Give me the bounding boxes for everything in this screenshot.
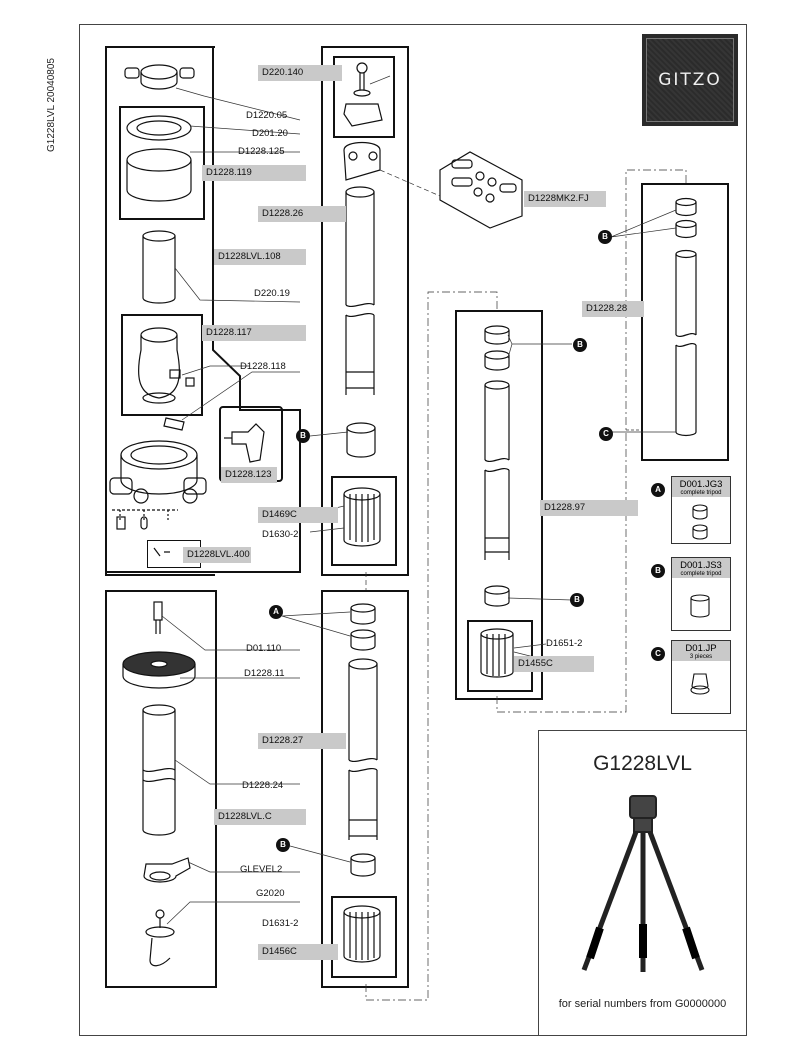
tag-d1228-97: D1228.97 (540, 500, 638, 516)
tag-d1228-119: D1228.119 (202, 165, 306, 181)
tag-d1228-26: D1228.26 (258, 206, 346, 222)
label-d01-110: D01.110 (246, 643, 282, 654)
gitzo-logo: GITZO (642, 34, 738, 126)
label-g2020: G2020 (256, 888, 285, 899)
tag-d1228lvl-c: D1228LVL.C (214, 809, 306, 825)
kit-c-title: D01.JP 3 pieces (672, 641, 730, 661)
badge-a: A (269, 605, 283, 619)
badge-c: C (599, 427, 613, 441)
kit-b-title: D001.JS3 complete tripod (672, 558, 730, 578)
top-fitting-sub-box (333, 56, 395, 138)
brand-name: GITZO (658, 70, 722, 90)
label-d1630-2: D1630-2 (262, 529, 299, 540)
kit-c-code: D01.JP (685, 643, 717, 654)
tag-d1228lvl-400: D1228LVL.400 (183, 547, 251, 563)
center-column-box (105, 46, 215, 576)
label-d1228-118: D1228.118 (240, 361, 286, 372)
leg1-box (321, 46, 409, 576)
leg4-box (641, 183, 729, 461)
label-d1651-2: D1651-2 (546, 638, 583, 649)
kit-c-sub: 3 pieces (689, 654, 713, 660)
tag-d1228-117: D1228.117 (202, 325, 306, 341)
kit-b-box: D001.JS3 complete tripod (671, 557, 731, 631)
label-d1228-125: D1228.125 (238, 146, 285, 157)
kit-a-box: D001.JG3 complete tripod (671, 476, 731, 544)
kit-b-code: D001.JS3 (680, 560, 722, 571)
tag-d1228mk2-fj: D1228MK2.FJ (524, 191, 606, 207)
label-d201-20: D201.20 (252, 128, 288, 139)
label-glevel2: GLEVEL2 (240, 864, 283, 875)
label-d1228-11: D1228.11 (244, 668, 285, 679)
kit-a-code: D001.JG3 (679, 479, 723, 490)
tag-d1228-123: D1228.123 (221, 467, 277, 483)
kit-b-sub: complete tripod (680, 571, 722, 577)
kit-a-sub: complete tripod (680, 490, 722, 496)
tag-d1228-28: D1228.28 (582, 301, 644, 317)
badge-c: C (651, 647, 665, 661)
badge-b: B (296, 429, 310, 443)
badge-b: B (651, 564, 665, 578)
label-d1220-05: D1220.05 (246, 110, 288, 121)
label-d1228-24: D1228.24 (242, 780, 284, 791)
badge-b: B (276, 838, 290, 852)
label-d220-19: D220.19 (254, 288, 290, 299)
badge-b: B (573, 338, 587, 352)
model-title: G1228LVL (593, 752, 692, 775)
ball-sub-box (121, 314, 203, 416)
spider-sub-box (119, 106, 205, 220)
badge-b: B (570, 593, 584, 607)
tag-d1456c: D1456C (258, 944, 338, 960)
tag-d1469c: D1469C (258, 507, 338, 523)
tag-d1228-27: D1228.27 (258, 733, 346, 749)
knob2-sub-box (331, 896, 397, 978)
page-frame (79, 24, 747, 1036)
center-column-lower-box (105, 590, 217, 988)
tag-d220-140: D220.140 (258, 65, 342, 81)
kit-a-title: D001.JG3 complete tripod (672, 477, 730, 497)
badge-b: B (598, 230, 612, 244)
tag-d1228lvl-108: D1228LVL.108 (214, 249, 306, 265)
kit-c-box: D01.JP 3 pieces (671, 640, 731, 714)
leg2-box (321, 590, 409, 988)
model-frame (538, 730, 747, 1036)
logo-pattern (646, 38, 734, 122)
serial-note: for serial numbers from G0000000 (558, 998, 727, 1010)
badge-a: A (651, 483, 665, 497)
label-d1631-2: D1631-2 (262, 918, 299, 929)
tag-d1455c: D1455C (514, 656, 594, 672)
